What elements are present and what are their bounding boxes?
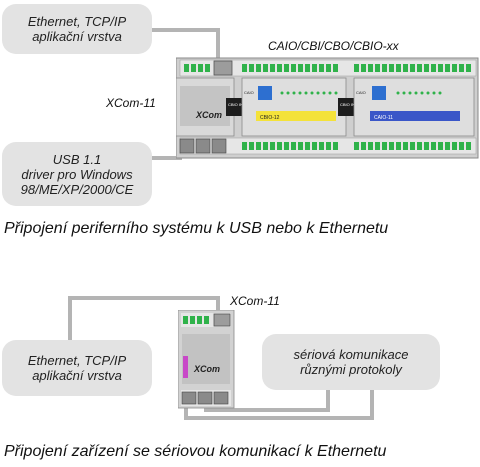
module1-display — [258, 86, 272, 100]
bottom-ethernet-line-1: Ethernet, TCP/IP — [27, 353, 127, 368]
bottom-xcom-label: XCom-11 — [230, 294, 280, 308]
conn-label-2: CBIO IN — [340, 102, 355, 107]
bottom-ethernet-line-2: aplikační vrstva — [32, 368, 122, 383]
module2-name: CAIO-11 — [374, 115, 393, 121]
top-usb-line-2: driver pro Windows — [21, 166, 133, 182]
top-usb-line-1: USB 1.1 — [52, 151, 102, 167]
bottom-xcom-device: XCom — [178, 310, 235, 409]
top-xcom-label: XCom-11 — [106, 96, 156, 110]
top-xcom-logo: XCom — [195, 110, 222, 120]
top-caption: Připojení periferního systému k USB nebo… — [4, 220, 389, 237]
bottom-serial-line-1: sériová komunikace — [293, 347, 409, 362]
ethernet-cable — [150, 28, 220, 62]
top-usb-box: USB 1.1 driver pro Windows 98/ME/XP/2000… — [2, 142, 152, 206]
top-usb-line-3: 98/ME/XP/2000/CE — [20, 181, 134, 197]
top-device-assembly: XCom CBIO IN CAIO CBIO-12 CBIO IN CAIO C… — [176, 57, 479, 159]
bottom-xcom-logo: XCom — [193, 364, 220, 374]
top-ethernet-line-1: Ethernet, TCP/IP — [27, 14, 127, 29]
top-modules-label: CAIO/CBI/CBO/CBIO-xx — [268, 39, 399, 53]
module1-brand: CAIO — [244, 90, 254, 95]
bottom-caption: Připojení zařízení se sériovou komunikac… — [4, 443, 387, 460]
module2-brand: CAIO — [356, 90, 366, 95]
ethernet-port — [213, 60, 233, 76]
conn-label-1: CBIO IN — [228, 102, 243, 107]
usb-port — [179, 138, 195, 154]
bottom-serial-line-2: různými protokoly — [300, 362, 402, 377]
module1-name: CBIO-12 — [260, 115, 280, 121]
top-ethernet-box: Ethernet, TCP/IP aplikační vrstva — [2, 4, 152, 54]
bottom-serial-box: sériová komunikace různými protokoly — [262, 334, 440, 390]
bottom-ethernet-box: Ethernet, TCP/IP aplikační vrstva — [2, 340, 152, 396]
bottom-ethernet-cable — [68, 296, 220, 348]
top-ethernet-line-2: aplikační vrstva — [32, 29, 122, 44]
module2-display — [372, 86, 386, 100]
